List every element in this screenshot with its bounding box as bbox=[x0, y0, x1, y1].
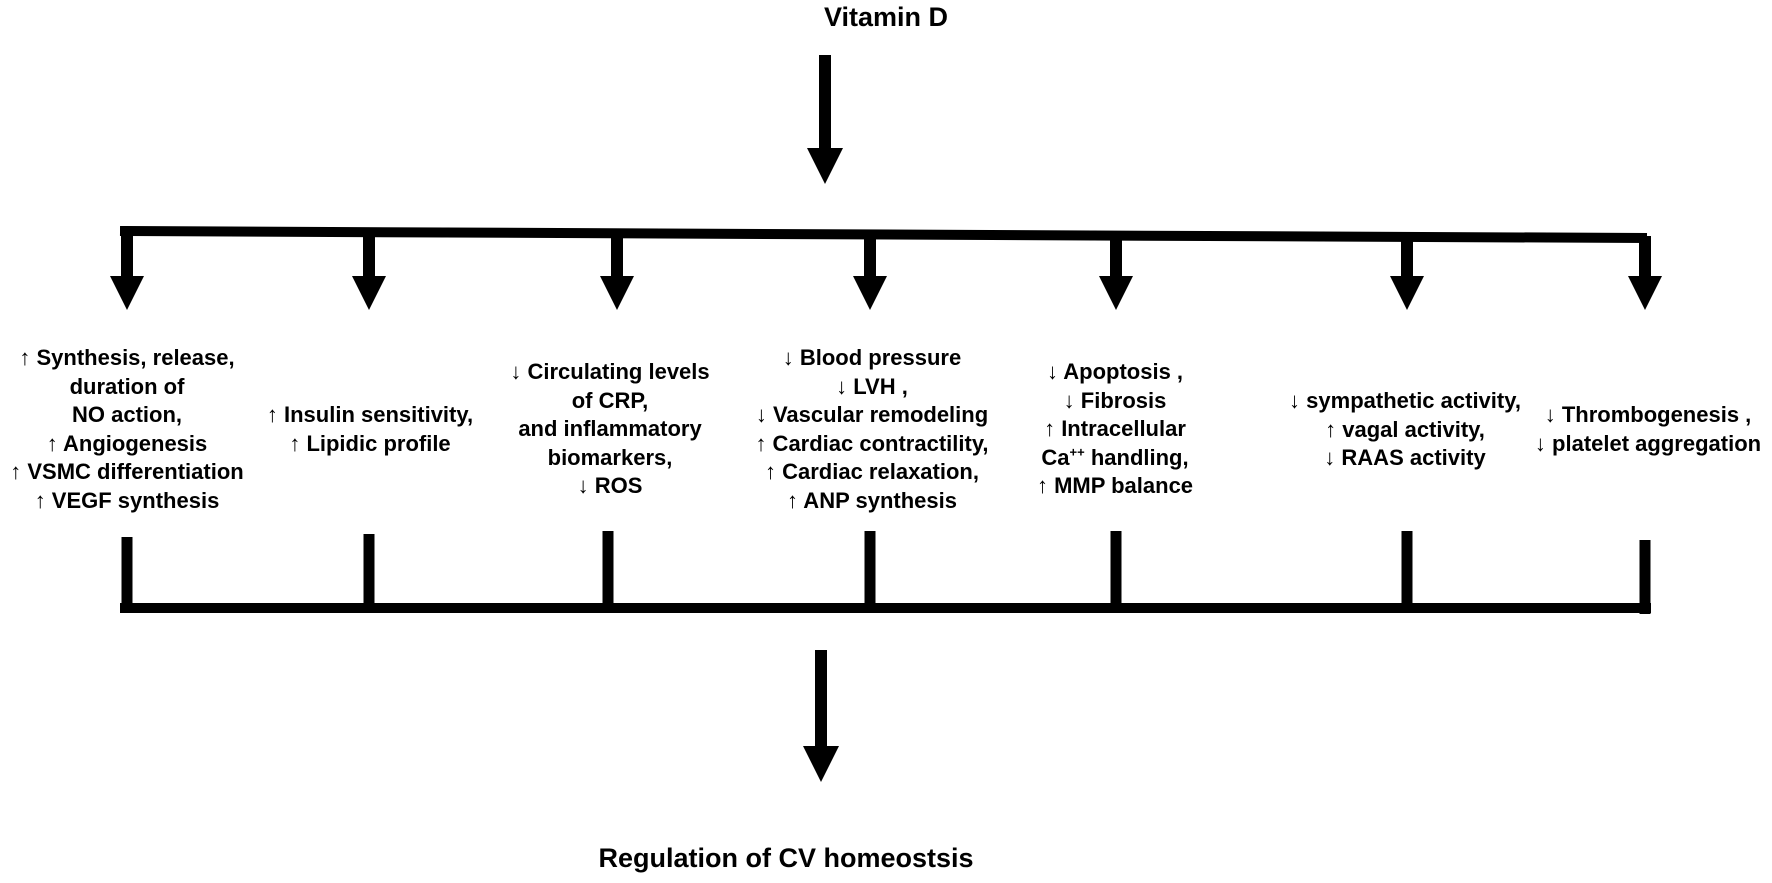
effect-4-line-1: ↓ Blood pressure bbox=[782, 345, 962, 370]
effect-5-line-2: ↓ Fibrosis bbox=[1063, 387, 1167, 413]
effect-box-3: ↓ Circulating levels of CRP, and inflamm… bbox=[480, 358, 740, 501]
effect-4-line-5: ↑ Cardiac relaxation, bbox=[765, 459, 979, 484]
outcome-label: Regulation of CV homeostsis bbox=[598, 843, 974, 873]
effect-6-line-2: ↑ vagal activity, bbox=[1325, 416, 1485, 442]
branch-arrow-3 bbox=[600, 233, 634, 310]
calcium-label: Ca bbox=[1041, 444, 1070, 470]
effect-3-line-4: biomarkers, bbox=[547, 444, 673, 470]
effect-box-6: ↓ sympathetic activity, ↑ vagal activity… bbox=[1260, 387, 1550, 473]
effect-5-line-1: ↓ Apoptosis , bbox=[1046, 359, 1184, 384]
effect-box-4: ↓ Blood pressure ↓ LVH , ↓ Vascular remo… bbox=[740, 344, 1004, 515]
branch-arrow-5 bbox=[1099, 235, 1133, 310]
calcium-handling-label: handling, bbox=[1090, 444, 1189, 470]
effect-3-line-3: and inflammatory bbox=[518, 416, 702, 441]
effect-1-line-3: NO action, bbox=[71, 402, 182, 427]
effect-4-line-3: ↓ Vascular remodeling bbox=[755, 402, 989, 427]
effect-3-line-1: ↓ Circulating levels bbox=[510, 359, 710, 384]
effect-7-line-1: ↓ Thrombogenesis , bbox=[1544, 402, 1752, 427]
upper-distribution-bar bbox=[119, 226, 1648, 243]
effect-1-line-2: duration of bbox=[69, 373, 185, 399]
effect-3-line-2: of CRP, bbox=[571, 387, 649, 413]
effect-1-line-1: ↑ Synthesis, release, bbox=[19, 345, 235, 370]
branch-arrow-6 bbox=[1390, 236, 1424, 310]
branch-arrow-1 bbox=[110, 231, 144, 310]
effect-2-line-1: ↑ Insulin sensitivity, bbox=[266, 402, 474, 427]
top-arrow bbox=[807, 55, 843, 184]
bottom-arrow bbox=[803, 650, 839, 782]
effect-1-line-4: ↑ Angiogenesis bbox=[46, 430, 208, 456]
effect-1-line-5: ↑ VSMC differentiation bbox=[10, 459, 244, 484]
branch-arrow-4 bbox=[853, 234, 887, 310]
effect-3-line-5: ↓ ROS bbox=[577, 473, 643, 498]
effect-4-line-4: ↑ Cardiac contractility, bbox=[755, 430, 989, 456]
effect-box-2: ↑ Insulin sensitivity, ↑ Lipidic profile bbox=[250, 401, 490, 458]
effect-box-7: ↓ Thrombogenesis , ↓ platelet aggregatio… bbox=[1524, 401, 1772, 458]
effect-2-line-2: ↑ Lipidic profile bbox=[289, 430, 451, 456]
branch-arrow-7 bbox=[1628, 236, 1662, 310]
effect-box-5: ↓ Apoptosis , ↓ Fibrosis ↑ Intracellular… bbox=[1005, 358, 1225, 501]
effect-5-line-3: ↑ Intracellular bbox=[1044, 416, 1186, 441]
calcium-charge: ++ bbox=[1069, 444, 1085, 460]
effect-5-line-6: ↑ MMP balance bbox=[1036, 473, 1194, 498]
effect-box-1: ↑ Synthesis, release, duration of NO act… bbox=[0, 344, 254, 515]
effect-7-line-2: ↓ platelet aggregation bbox=[1534, 430, 1762, 456]
diagram-title: Vitamin D bbox=[823, 2, 949, 32]
effect-4-line-2: ↓ LVH , bbox=[836, 373, 908, 399]
effect-5-line-4: Ca++ handling, bbox=[1005, 444, 1225, 473]
branch-arrow-2 bbox=[352, 232, 386, 310]
effect-4-line-6: ↑ ANP synthesis bbox=[787, 487, 957, 513]
effect-6-line-1: ↓ sympathetic activity, bbox=[1289, 388, 1521, 413]
effect-6-line-3: ↓ RAAS activity bbox=[1324, 445, 1486, 470]
effect-1-line-6: ↑ VEGF synthesis bbox=[34, 487, 220, 513]
